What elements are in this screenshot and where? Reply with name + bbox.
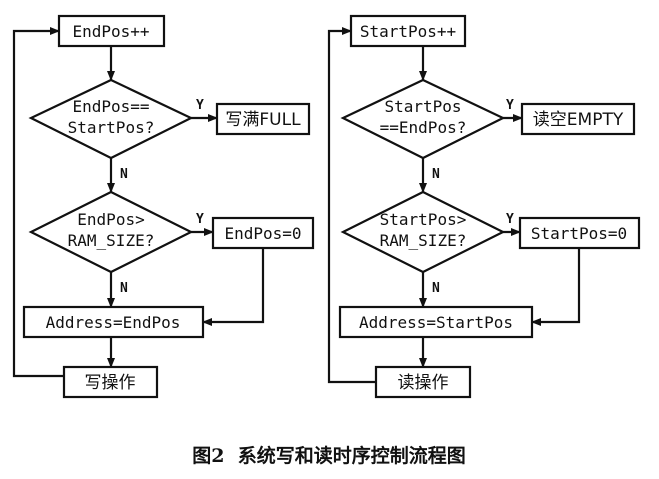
overflow-check-line2: RAM_SIZE? [68, 231, 155, 250]
empty-label: 读空EMPTY [533, 110, 624, 130]
overflow-yes-label: Y [196, 212, 204, 227]
read-loop-arrow [327, 27, 376, 384]
start-overflow-yes-label: Y [506, 212, 514, 227]
empty-box [520, 102, 636, 136]
empty-check-line2: ==EndPos? [380, 118, 467, 137]
figure-caption: 图2 系统写和读时序控制流程图 [192, 444, 465, 467]
start-overflow-no-label: N [432, 281, 440, 296]
endpos-increment-label: EndPos++ [72, 22, 149, 41]
empty-check-line1: StartPos [384, 97, 461, 116]
write-op-box [62, 365, 159, 399]
address-startpos-label: Address=StartPos [359, 313, 513, 332]
start-overflow-line2: RAM_SIZE? [380, 231, 467, 250]
read-op-label: 读操作 [398, 373, 449, 393]
startpos-increment-label: StartPos++ [360, 22, 456, 41]
read-flowchart: StartPos++ StartPos ==EndPos? Y 读空EMPTY … [327, 14, 641, 399]
write-flowchart: EndPos++ EndPos== StartPos? Y 写满FULL N E… [12, 14, 315, 399]
endpos-reset-label: EndPos=0 [224, 224, 301, 243]
address-endpos-box [22, 305, 205, 339]
startpos-reset-box [518, 216, 641, 250]
start-overflow-line1: StartPos> [380, 210, 467, 229]
full-box [215, 102, 311, 136]
address-startpos-box [338, 305, 534, 339]
arrow-start-reset-to-address [531, 248, 581, 326]
full-check-line2: StartPos? [68, 118, 155, 137]
write-loop-arrow [12, 27, 64, 378]
address-endpos-label: Address=EndPos [46, 313, 181, 332]
empty-no-label: N [432, 167, 440, 182]
full-no-label: N [120, 167, 128, 182]
overflow-check-line1: EndPos> [77, 210, 144, 229]
empty-yes-label: Y [506, 98, 514, 113]
read-op-box [374, 365, 472, 399]
overflow-no-label: N [120, 281, 128, 296]
startpos-reset-label: StartPos=0 [531, 224, 627, 243]
write-op-label: 写操作 [85, 373, 136, 393]
full-yes-label: Y [196, 98, 204, 113]
arrow-reset-to-address [202, 248, 265, 326]
full-label: 写满FULL [225, 110, 301, 130]
full-check-line1: EndPos== [72, 97, 149, 116]
